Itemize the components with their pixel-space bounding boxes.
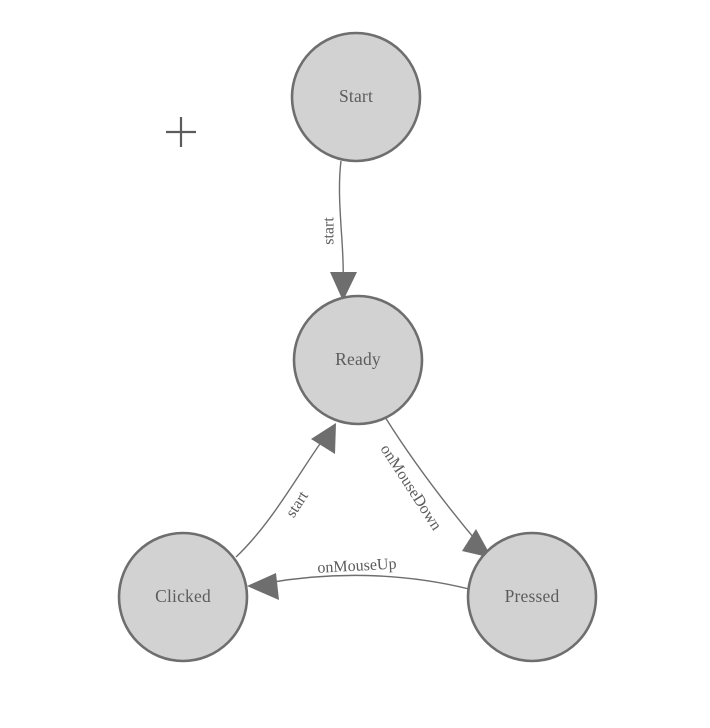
- node-start-label: Start: [339, 86, 373, 106]
- node-ready[interactable]: Ready: [292, 294, 424, 426]
- edge-clicked-to-ready[interactable]: start: [235, 423, 336, 558]
- edge-pressed-to-clicked-arrowhead: [247, 573, 279, 600]
- node-clicked-circle[interactable]: [117, 531, 249, 663]
- node-clicked-label: Clicked: [155, 586, 211, 606]
- node-start[interactable]: Start: [290, 31, 422, 163]
- edge-start-to-ready-arrowhead: [330, 272, 357, 301]
- edge-clicked-to-ready-arrowhead: [311, 423, 336, 454]
- node-pressed-circle[interactable]: [466, 531, 598, 663]
- edge-clicked-to-ready-path: [235, 440, 323, 558]
- node-pressed[interactable]: Pressed: [466, 531, 598, 663]
- node-ready-circle[interactable]: [292, 294, 424, 426]
- node-start-circle[interactable]: [290, 31, 422, 163]
- node-clicked[interactable]: Clicked: [117, 531, 249, 663]
- edge-start-to-ready-path: [338, 160, 344, 282]
- edge-ready-to-pressed-arrowhead: [462, 529, 492, 558]
- edge-ready-to-pressed-path: [384, 416, 479, 544]
- node-ready-label: Ready: [335, 349, 381, 369]
- edge-start-to-ready-label: start: [321, 217, 338, 245]
- edge-pressed-to-clicked-path: [266, 574, 470, 590]
- crosshair-icon[interactable]: [166, 117, 196, 147]
- edge-start-to-ready[interactable]: start: [321, 160, 357, 301]
- edge-pressed-to-clicked-label: onMouseUp: [317, 556, 397, 577]
- node-pressed-label: Pressed: [505, 586, 560, 606]
- edge-ready-to-pressed[interactable]: onMouseDown: [377, 416, 492, 558]
- edge-pressed-to-clicked[interactable]: onMouseUp: [247, 556, 470, 600]
